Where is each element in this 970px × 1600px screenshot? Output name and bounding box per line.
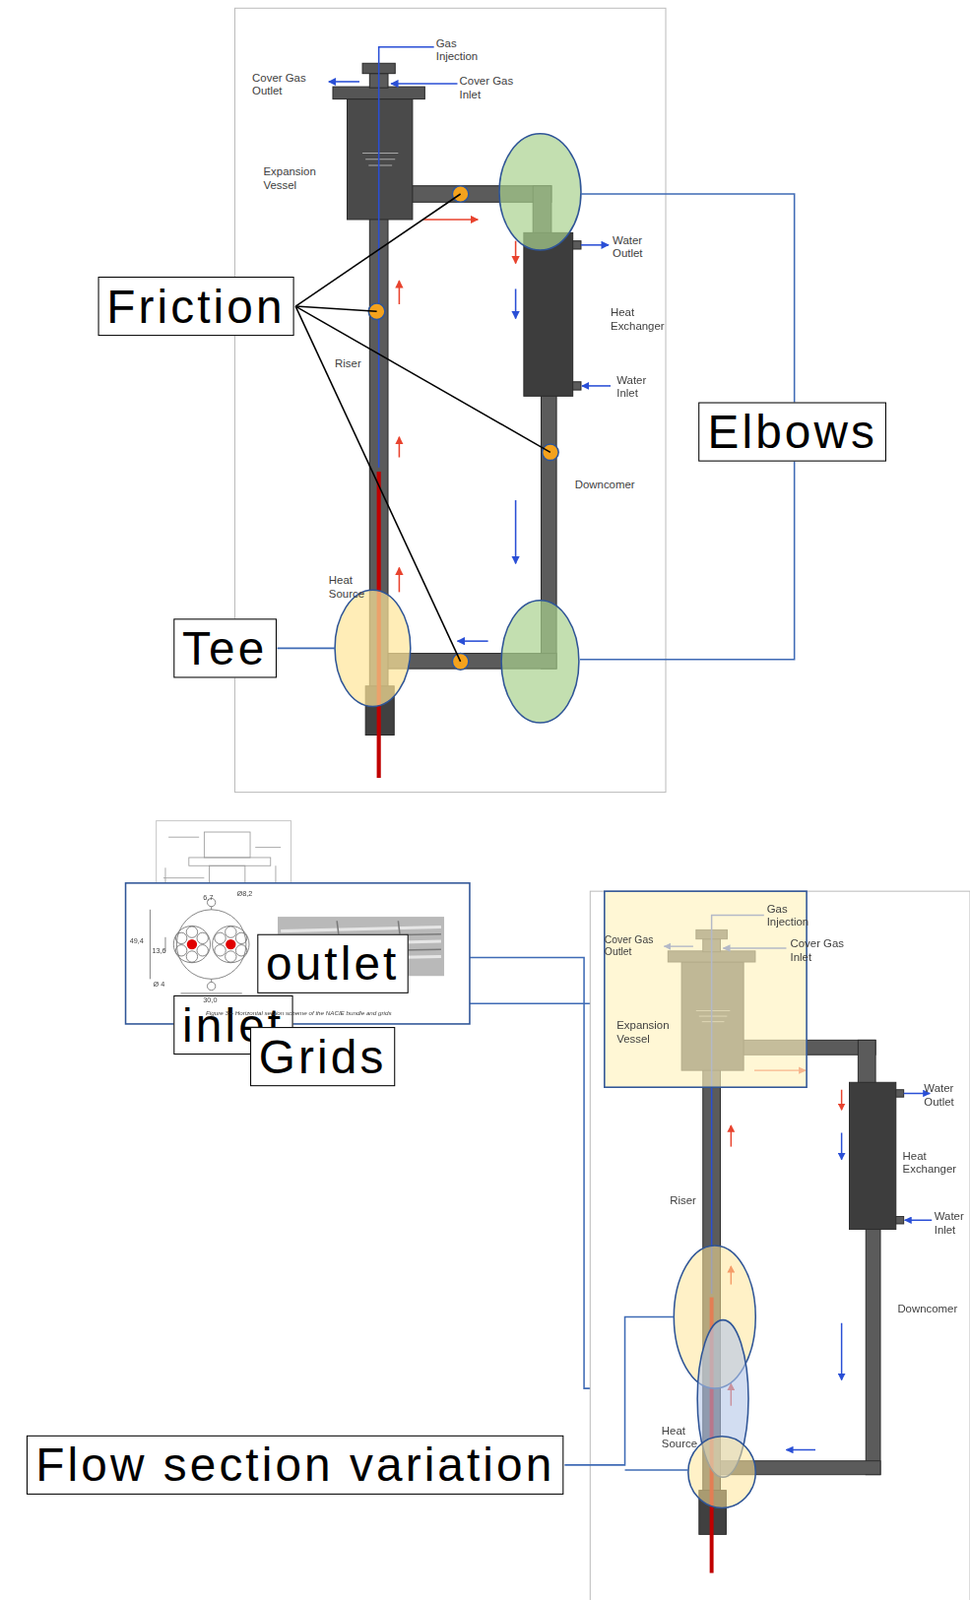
grid-panel (280, 926, 442, 931)
grid-panel (186, 926, 197, 938)
component-label: Water Inlet (616, 373, 657, 400)
component-label: Cover Gas Outlet (604, 934, 657, 960)
highlight-ellipse (499, 133, 582, 251)
callout-text: Elbows (708, 405, 878, 457)
component-label: 49,4 (129, 937, 144, 947)
grid-panel (206, 981, 215, 990)
callout-box: Elbows (698, 401, 887, 462)
callout-box: Tee (173, 618, 277, 679)
highlight-ellipse (688, 1436, 756, 1509)
grid-panel (175, 945, 187, 957)
friction-dot (368, 186, 559, 670)
callout-text: Tee (182, 622, 267, 674)
component-label: 13,6 (151, 947, 166, 957)
drawing-thumbnail (203, 832, 251, 858)
grid-panel (225, 951, 237, 963)
callout-text: Grids (258, 1031, 388, 1083)
grid-panel (187, 939, 197, 950)
grid-panel (225, 939, 236, 950)
grid-panel (210, 978, 212, 982)
component-label: Cover Gas Inlet (790, 937, 847, 965)
highlight-ellipse (334, 133, 582, 723)
component-label: Expansion Vessel (263, 165, 325, 193)
grid-panel (235, 932, 247, 944)
leader-line (564, 1317, 674, 1466)
drawing-thumbnail (255, 846, 281, 848)
component-label: Heat Exchanger (610, 306, 670, 333)
panel-frame (234, 7, 666, 792)
component-label: 6,7 (202, 894, 213, 904)
component-label: Expansion Vessel (616, 1019, 678, 1046)
component-label: Water Outlet (923, 1082, 965, 1109)
leader-line (295, 306, 377, 312)
callout-text: Flow section variation (35, 1438, 555, 1490)
component-label: Gas Injection (436, 36, 486, 64)
grid-panel (175, 932, 187, 944)
loop-drawing (328, 47, 611, 778)
grid-panel (176, 909, 247, 980)
leader-line (625, 1469, 689, 1472)
grid-panel (149, 898, 250, 993)
callout-text: outlet (265, 937, 399, 989)
callout-box: Friction (97, 275, 295, 336)
component-label: Cover Gas Inlet (459, 74, 517, 102)
drawing-thumbnail (189, 857, 271, 866)
grid-panel (196, 945, 208, 957)
leader-line (277, 647, 336, 650)
grid-panel (235, 945, 247, 957)
grid-panel (173, 925, 210, 963)
panel-frame (589, 891, 970, 1600)
grid-panel (214, 932, 226, 944)
component-label: Figure 3 – Horizontal section scheme of … (132, 1009, 465, 1017)
grid-panel (181, 992, 243, 994)
grid-panel (196, 932, 208, 944)
component-label: Heat Source (661, 1423, 701, 1451)
component-label: Ø 4 (153, 979, 166, 989)
leader-line (295, 306, 551, 453)
callout-text: Friction (106, 280, 285, 332)
component-label: Riser (334, 357, 362, 372)
component-label: Heat Exchanger (903, 1149, 963, 1176)
component-label: Water Outlet (612, 233, 653, 260)
leader-line (295, 306, 460, 662)
component-label: Riser (669, 1194, 697, 1209)
grid-panel (186, 951, 197, 963)
drawing-thumbnail (168, 837, 199, 839)
component-label: Heat Source (328, 574, 368, 601)
component-label: Cover Gas Outlet (252, 71, 309, 99)
callout-box: outlet (257, 933, 409, 994)
drawing-thumbnail (163, 877, 204, 879)
grid-panel (212, 925, 250, 963)
grid-panel (225, 926, 237, 938)
component-label: Water Inlet (934, 1210, 968, 1237)
grid-panel (210, 906, 212, 910)
component-label: Downcomer (575, 477, 636, 492)
callout-box: Grids (250, 1027, 396, 1088)
component-label: Downcomer (897, 1302, 958, 1317)
callout-box: Flow section variation (26, 1434, 565, 1495)
leader-line (295, 194, 460, 307)
highlight-ellipse (673, 1245, 756, 1508)
component-label: Gas Injection (767, 903, 817, 930)
grid-panel (214, 945, 226, 957)
highlight-ellipse (334, 589, 411, 707)
component-label: 30,0 (202, 996, 217, 1006)
grid-panel (149, 909, 151, 980)
highlight-ellipse (501, 600, 580, 723)
component-label: Ø8,2 (237, 890, 254, 900)
